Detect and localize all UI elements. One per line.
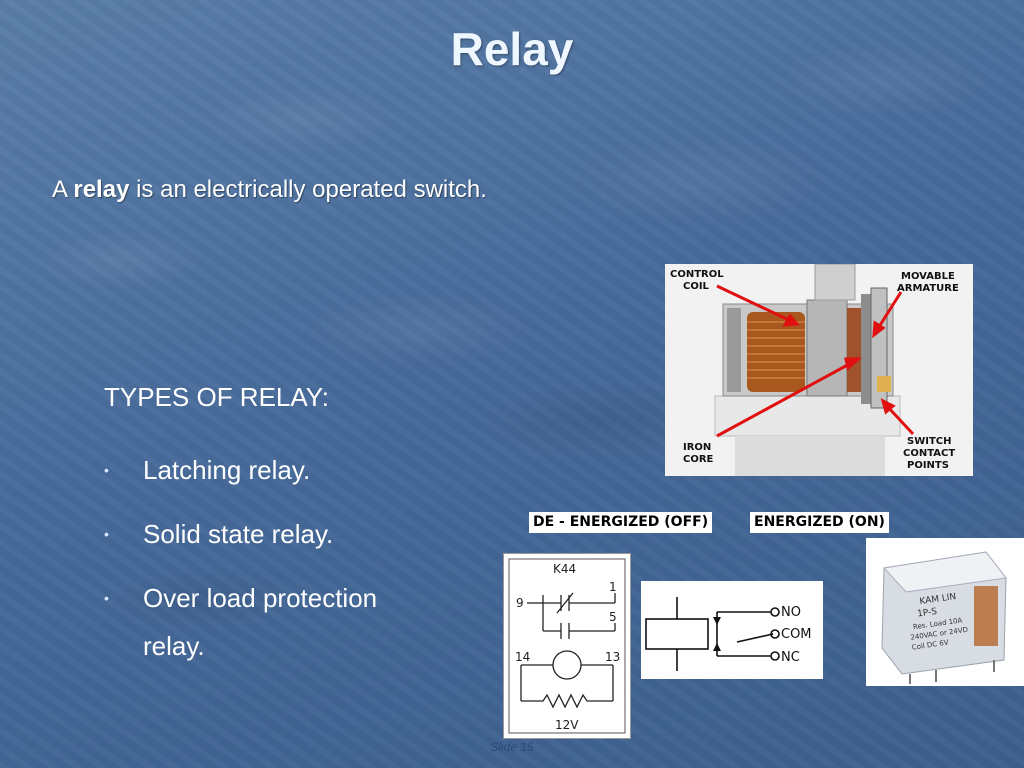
- bullet-icon: •: [104, 526, 109, 542]
- intro-bold-term: relay: [73, 176, 130, 203]
- bullet-label: Over load protection relay.: [143, 583, 378, 661]
- de-energized-label: DE - ENERGIZED (OFF): [529, 512, 713, 533]
- switch-contact-label-3: POINTS: [907, 460, 949, 471]
- contact-schematic-image: NO COM NC: [641, 581, 823, 679]
- energized-label: ENERGIZED (ON): [750, 512, 889, 533]
- list-item: • Solid state relay.: [104, 510, 424, 558]
- kam-text-2: 1P-S: [917, 607, 938, 620]
- voltage-label: 12V: [555, 718, 579, 732]
- bullet-icon: •: [104, 462, 109, 478]
- control-coil-label-1: CONTROL: [670, 269, 724, 280]
- movable-armature-label-2: ARMATURE: [897, 283, 959, 294]
- control-coil-label-2: COIL: [683, 281, 710, 292]
- intro-prefix: A: [52, 176, 74, 203]
- nc-label: NC: [781, 650, 800, 665]
- bullet-list: • Latching relay. • Solid state relay. •…: [104, 446, 424, 686]
- list-item: • Over load protection relay.: [104, 574, 424, 670]
- pin-13-label: 13: [605, 650, 620, 664]
- relay-cutaway-image: CONTROL COIL MOVABLE ARMATURE IRON CORE …: [665, 263, 973, 476]
- intro-text: A relay is an electrically operated swit…: [52, 176, 487, 204]
- bullet-label: Solid state relay.: [143, 519, 334, 549]
- pin-9-label: 9: [516, 596, 524, 610]
- switch-contact-label-1: SWITCH: [907, 436, 951, 447]
- pin-1-label: 1: [609, 580, 617, 594]
- slide-title: Relay: [450, 23, 574, 75]
- iron-core-label-2: CORE: [683, 454, 714, 465]
- k44-title: K44: [553, 562, 576, 576]
- iron-core-label-1: IRON: [683, 442, 711, 453]
- k44-schematic-image: K44 1 9 5 14 13 12V: [503, 553, 631, 739]
- pin-5-label: 5: [609, 610, 617, 624]
- movable-armature-label-1: MOVABLE: [901, 271, 955, 282]
- bullet-icon: •: [104, 590, 109, 606]
- pin-14-label: 14: [515, 650, 530, 664]
- com-label: COM: [781, 627, 812, 642]
- types-heading: TYPES OF RELAY:: [104, 382, 329, 412]
- kam-relay-image: KAM LIN 1P-S Res. Load 10A 240VAC or 24V…: [866, 538, 1024, 686]
- list-item: • Latching relay.: [104, 446, 424, 494]
- switch-contact-label-2: CONTACT: [903, 448, 955, 459]
- intro-suffix: is an electrically operated switch.: [129, 176, 487, 203]
- no-label: NO: [781, 605, 801, 620]
- slide-number: Slide 15: [490, 740, 534, 754]
- bullet-label: Latching relay.: [143, 455, 311, 485]
